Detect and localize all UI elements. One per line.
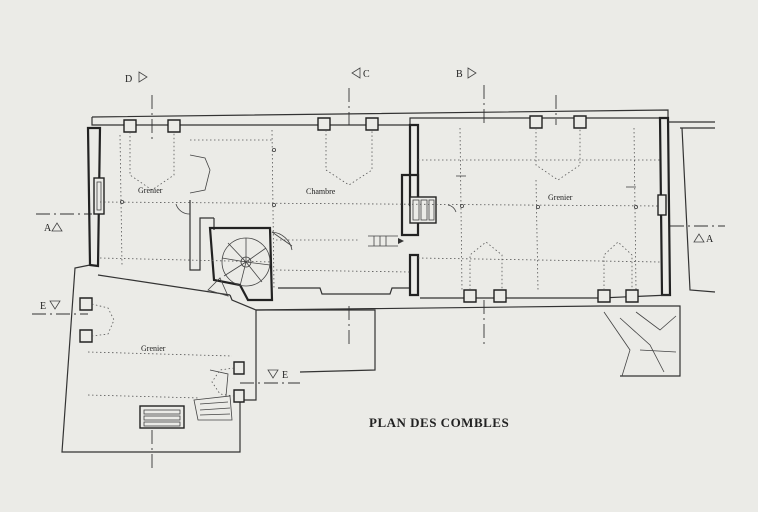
outer-walls	[61, 109, 716, 453]
outbuilding-ruin	[603, 311, 677, 377]
room-label-chambre: Chambre	[306, 187, 336, 196]
dormer-windows	[79, 115, 639, 403]
chimneys	[93, 177, 667, 429]
section-marker-b	[467, 67, 477, 79]
door-details	[175, 175, 636, 215]
interior-walls	[189, 123, 420, 311]
room-label-grenier-west: Grenier	[138, 186, 163, 195]
section-label-d: D	[125, 74, 132, 85]
small-stair-south	[193, 369, 233, 421]
section-cut-lines	[32, 85, 725, 472]
roof-structure-lines	[87, 127, 661, 399]
section-marker-a-right	[693, 233, 705, 243]
plan-title: PLAN DES COMBLES	[369, 415, 509, 430]
stair-arrow	[368, 235, 404, 247]
section-label-c: C	[363, 69, 370, 80]
section-label-e-right: E	[282, 370, 288, 381]
section-marker-e-left	[49, 300, 61, 310]
section-marker-a-left	[51, 222, 63, 232]
section-label-b: B	[456, 69, 463, 80]
section-marker-e-right	[267, 369, 279, 379]
section-label-e-left: E	[40, 301, 46, 312]
section-label-a-left: A	[44, 223, 52, 234]
room-label-grenier-east: Grenier	[548, 193, 573, 202]
section-label-a-right: A	[706, 234, 714, 245]
room-label-grenier-south: Grenier	[141, 344, 166, 353]
spiral-staircase	[207, 231, 293, 297]
section-marker-d	[138, 71, 148, 83]
section-marker-c	[351, 67, 361, 79]
